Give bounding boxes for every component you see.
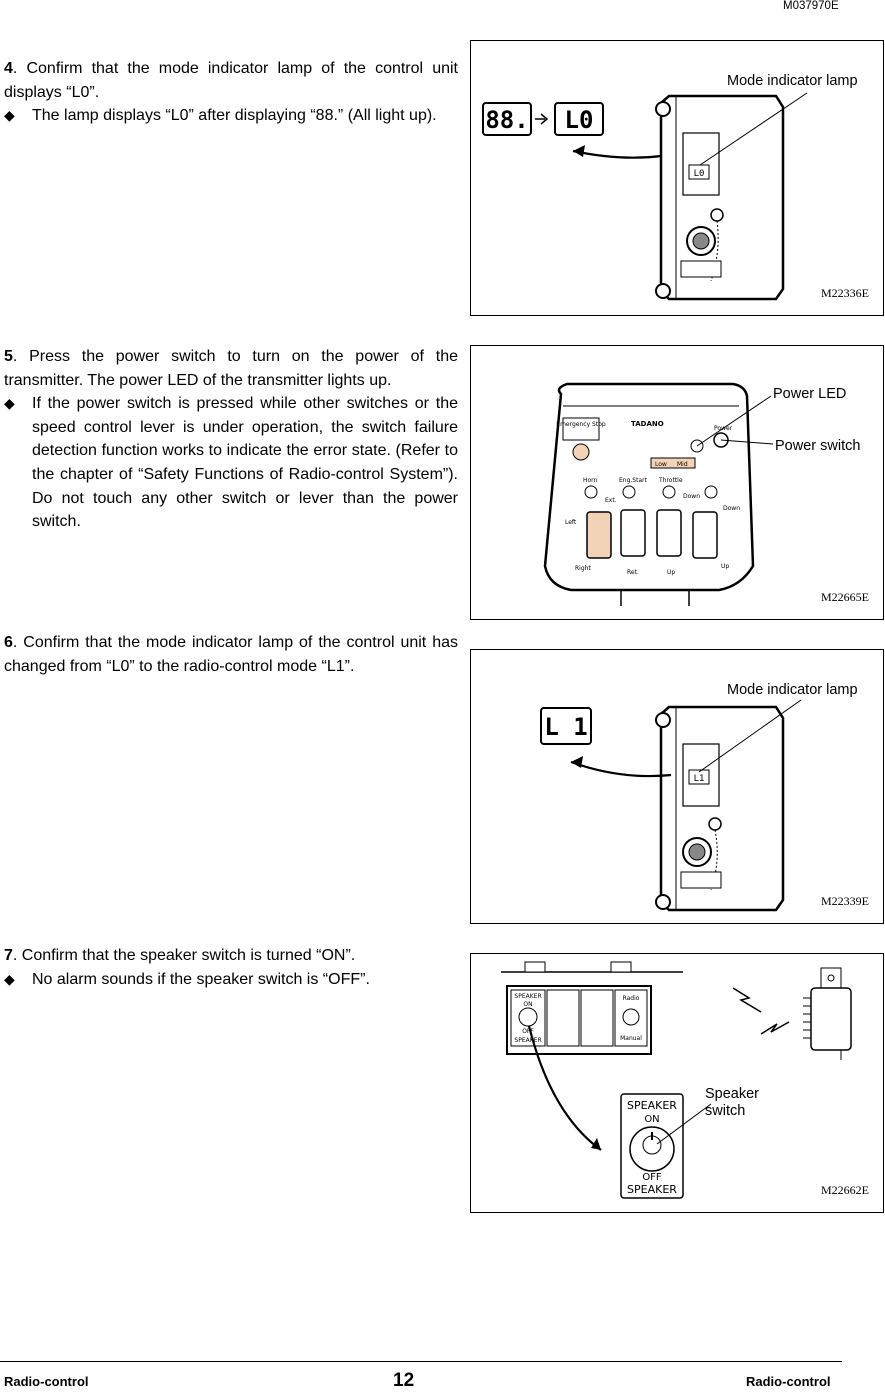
- control-unit-illustration: L 1 L1: [540, 699, 802, 912]
- speaker-switch-illustration: SPEAKER ON OFF SPEAKER Radio Manual SPEA…: [501, 961, 852, 1199]
- label-up-1: Up: [667, 569, 675, 576]
- callout-power-switch: Power switch: [775, 438, 861, 454]
- display-88: 88.: [485, 106, 528, 134]
- small-label-speaker-bottom: SPEAKER: [514, 1037, 541, 1044]
- figure-transmitter: Emergency Stop TADANO Power Low Mid Horn…: [470, 345, 884, 620]
- lever-ext: [620, 509, 646, 557]
- label-on: ON: [644, 1114, 659, 1125]
- footer-right: Radio-control: [746, 1374, 831, 1389]
- label-mid: Mid: [677, 461, 688, 468]
- label-off: OFF: [642, 1172, 662, 1183]
- unit-body: [659, 94, 785, 301]
- step-5-text: 5. Press the power switch to turn on the…: [4, 348, 458, 389]
- figure-control-unit-l0: 88. L0 L0 Mode indicator lamp M22336E: [470, 40, 884, 316]
- small-label-on: ON: [523, 1001, 532, 1008]
- figure-control-unit-l1: L 1 L1 Mode indicator lamp M22339E: [470, 649, 884, 924]
- page-number: 12: [393, 1370, 415, 1391]
- bullet-item: ◆If the power switch is pressed while ot…: [4, 392, 458, 534]
- document-code: M037970E: [783, 0, 839, 12]
- label-manual: Manual: [620, 1035, 642, 1042]
- footer-rule: [0, 1361, 842, 1362]
- figure-id: M22662E: [821, 1183, 869, 1197]
- step-7-text: 7. Confirm that the speaker switch is tu…: [4, 947, 356, 964]
- figure-id: M22336E: [821, 286, 869, 300]
- transmitter-illustration: Emergency Stop TADANO Power Low Mid Horn…: [543, 382, 774, 606]
- label-speaker-top: SPEAKER: [627, 1099, 677, 1112]
- step-number: 4: [4, 60, 13, 77]
- diamond-bullet-icon: ◆: [4, 970, 15, 987]
- diamond-bullet-icon: ◆: [4, 107, 15, 124]
- step-4-text: 4. Confirm that the mode indicator lamp …: [4, 60, 458, 101]
- label-throttle: Throttle: [658, 477, 683, 484]
- figure-id: M22339E: [821, 894, 869, 908]
- label-down-1: Down: [683, 493, 700, 500]
- diamond-bullet-icon: ◆: [4, 395, 15, 412]
- figure-speaker-switch: SPEAKER ON OFF SPEAKER Radio Manual SPEA…: [470, 953, 884, 1213]
- step-number: 6: [4, 634, 13, 651]
- lever-left: [586, 511, 612, 559]
- display-l1: L 1: [544, 713, 587, 741]
- footer-left: Radio-control: [4, 1374, 89, 1389]
- label-low: Low: [655, 461, 667, 468]
- step-number: 5: [4, 348, 13, 365]
- small-label-off: OFF: [522, 1028, 534, 1035]
- panel-display: L0: [694, 169, 705, 179]
- bullet-item: ◆The lamp displays “L0” after displaying…: [4, 104, 458, 128]
- callout-power-led: Power LED: [773, 386, 847, 402]
- callout-mode-indicator-lamp: Mode indicator lamp: [727, 682, 858, 698]
- label-horn: Horn: [583, 477, 598, 484]
- lever-boom: [692, 511, 718, 559]
- control-unit-illustration: 88. L0 L0: [482, 92, 808, 301]
- display-l0: L0: [565, 106, 594, 134]
- callout-mode-indicator-lamp: Mode indicator lamp: [727, 73, 858, 89]
- label-ret: Ret.: [627, 569, 639, 576]
- step-5: 5. Press the power switch to turn on the…: [4, 345, 458, 534]
- curved-arrow-icon: [570, 760, 672, 778]
- signal-icon: [760, 1021, 790, 1035]
- label-down-2: Down: [723, 505, 740, 512]
- label-speaker-bottom: SPEAKER: [627, 1183, 677, 1196]
- step-7: 7. Confirm that the speaker switch is tu…: [4, 944, 458, 991]
- figure-id: M22665E: [821, 590, 869, 604]
- step-4: 4. Confirm that the mode indicator lamp …: [4, 57, 458, 128]
- callout-speaker-switch: Speaker switch: [705, 1086, 760, 1119]
- small-speaker-knob: [518, 1007, 538, 1027]
- panel-display: L1: [694, 774, 705, 784]
- label-right: Right: [575, 565, 591, 572]
- tadano-logo: TADANO: [631, 420, 664, 428]
- step-6-text: 6. Confirm that the mode indicator lamp …: [4, 634, 458, 675]
- radio-manual-knob: [622, 1008, 640, 1026]
- signal-icon: [732, 987, 762, 1013]
- lever-hoist: [656, 509, 682, 557]
- curved-arrow-icon: [572, 149, 662, 159]
- unit-body: [659, 705, 785, 912]
- label-emergency-stop: Emergency Stop: [556, 421, 606, 428]
- emergency-stop-button: [572, 443, 590, 461]
- step-6: 6. Confirm that the mode indicator lamp …: [4, 631, 458, 678]
- bullet-item: ◆No alarm sounds if the speaker switch i…: [4, 968, 458, 992]
- label-radio: Radio: [623, 995, 640, 1002]
- label-eng-start: Eng.Start: [619, 477, 648, 484]
- arrow-right-icon: [535, 113, 549, 125]
- curved-arrow-icon: [527, 1025, 602, 1151]
- label-ext: Ext.: [605, 497, 617, 504]
- step-number: 7: [4, 947, 13, 964]
- label-left: Left: [565, 519, 577, 526]
- small-label-speaker-top: SPEAKER: [514, 993, 541, 1000]
- label-up-2: Up: [721, 563, 729, 570]
